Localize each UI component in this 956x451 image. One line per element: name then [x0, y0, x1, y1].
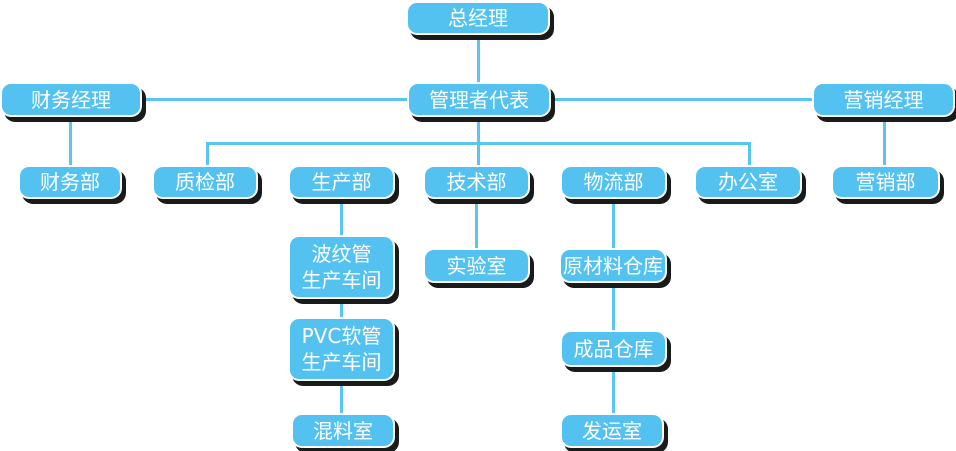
connector-raw-material-warehouse-finished-warehouse: [612, 281, 615, 332]
org-node-qc-dept: 质检部: [154, 167, 256, 197]
connector-finished-warehouse-shipping-room: [612, 365, 615, 415]
connector-general-manager-management-rep: [477, 33, 480, 84]
connector-finance-manager-management-rep: [139, 98, 409, 101]
org-node-corrugated-workshop-line2: 生产车间: [301, 268, 382, 292]
org-node-corrugated-workshop-line1: 波纹管: [311, 242, 372, 266]
org-node-mixing-room: 混料室: [293, 415, 393, 446]
org-node-shipping-room: 发运室: [562, 415, 662, 446]
connector-marketing-manager-marketing-dept: [883, 115, 886, 167]
org-node-pvc-workshop-line1: PVC软管: [301, 324, 382, 348]
org-node-management-rep: 管理者代表: [409, 84, 549, 115]
org-node-finance-dept: 财务部: [20, 167, 120, 197]
connector-bus-office: [748, 142, 751, 167]
org-node-raw-material-warehouse: 原材料仓库: [561, 250, 665, 281]
org-node-lab: 实验室: [425, 250, 528, 281]
org-node-pvc-workshop: PVC软管 生产车间: [290, 319, 393, 379]
org-node-marketing-dept: 营销部: [833, 167, 938, 197]
connector-corrugated-workshop-pvc-workshop: [340, 297, 343, 319]
org-node-office: 办公室: [696, 167, 800, 197]
connector-finance-manager-finance-dept: [69, 115, 72, 167]
org-node-production-dept: 生产部: [290, 167, 393, 197]
org-node-general-manager: 总经理: [408, 3, 548, 33]
connector-management-rep-tech-dept: [477, 115, 480, 167]
org-node-logistics-dept: 物流部: [562, 167, 665, 197]
org-node-corrugated-workshop: 波纹管 生产车间: [290, 237, 393, 297]
org-node-finished-warehouse: 成品仓库: [562, 332, 665, 365]
org-node-pvc-workshop-line2: 生产车间: [301, 350, 382, 374]
org-node-tech-dept: 技术部: [425, 167, 528, 197]
connector-management-rep-marketing-manager: [549, 98, 814, 101]
connector-pvc-workshop-mixing-room: [340, 379, 343, 415]
connector-production-dept-corrugated-workshop: [340, 197, 343, 237]
org-node-marketing-manager: 营销经理: [814, 84, 953, 115]
org-node-finance-manager: 财务经理: [2, 84, 140, 115]
connector-department-bus: [206, 142, 751, 145]
connector-logistics-dept-raw-material-warehouse: [612, 197, 615, 250]
connector-tech-dept-lab: [475, 197, 478, 250]
connector-bus-qc-dept: [206, 142, 209, 167]
